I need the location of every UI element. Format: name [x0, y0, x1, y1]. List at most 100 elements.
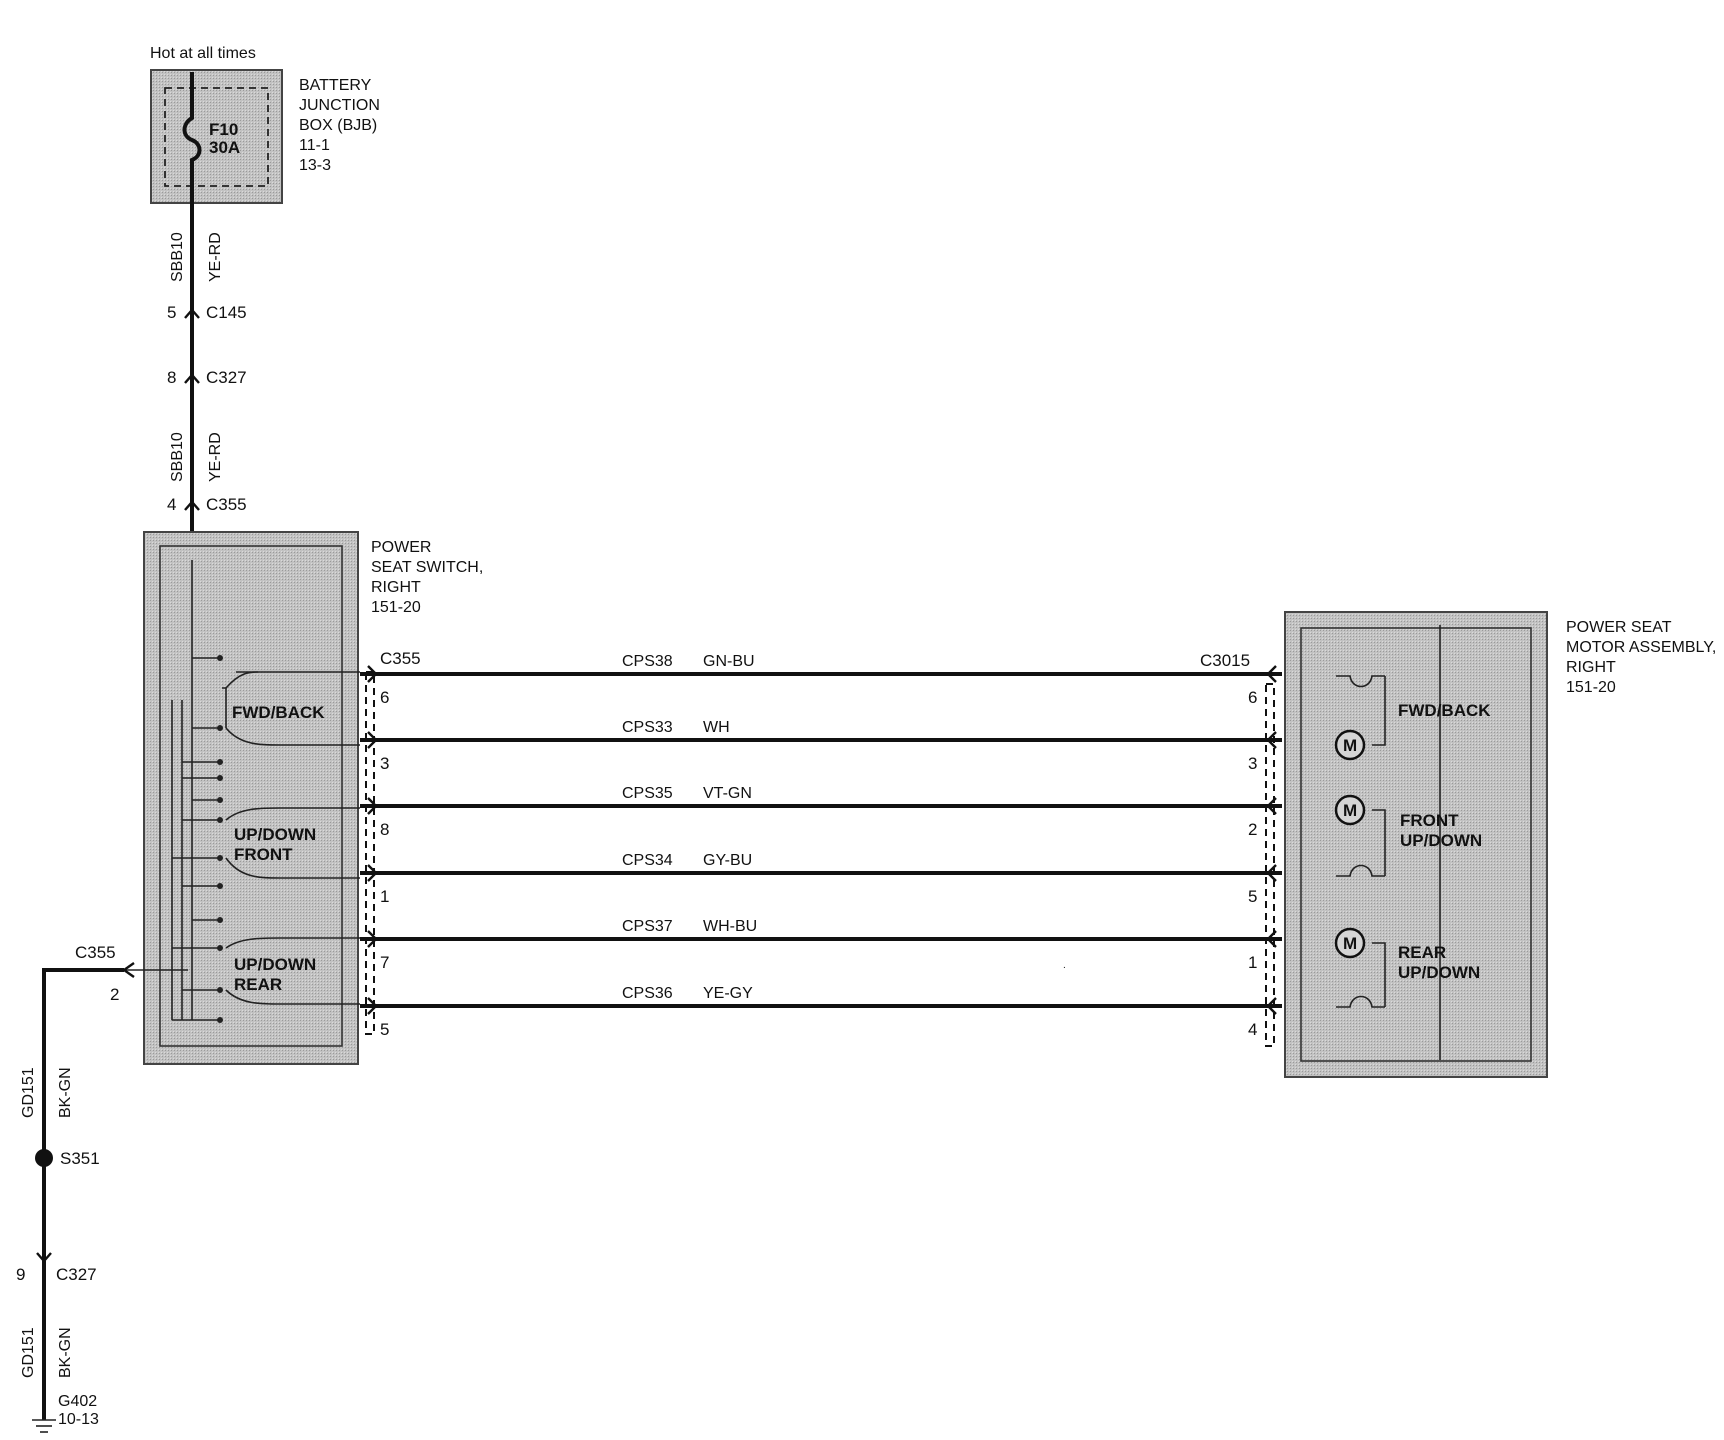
- right-connector-arrow: [1266, 797, 1277, 815]
- switch-up-down-rear-line2: REAR: [234, 975, 282, 994]
- fuse-label: F10: [209, 120, 238, 139]
- switch-up-down-rear-line1: UP/DOWN: [234, 955, 316, 974]
- ground-circuit-1: GD151: [20, 1067, 37, 1118]
- switch-fwd-back-label: FWD/BACK: [232, 703, 325, 722]
- wire-color-label: VT-GN: [703, 785, 752, 802]
- splice-s351-label: S351: [60, 1149, 100, 1168]
- wire-left-pin: 1: [380, 887, 389, 906]
- motor-fwd-back-icon: M: [1334, 729, 1366, 761]
- wire-circuit-label: CPS33: [622, 719, 673, 736]
- c355-ground-pin: 2: [110, 985, 119, 1004]
- motor-section-front-up-down: M FRONT UP/DOWN: [1334, 794, 1482, 877]
- wire-left-pin: 5: [380, 1020, 389, 1039]
- right-connector-arrow: [1266, 864, 1277, 882]
- connector-c145-symbol: [184, 308, 200, 319]
- switch-section-up-down-rear: UP/DOWN REAR: [172, 917, 360, 1023]
- motor-section-rear-up-down: M REAR UP/DOWN: [1334, 927, 1480, 1008]
- wire-right-pin: 5: [1248, 887, 1257, 906]
- c327-pin: 8: [167, 368, 176, 387]
- connector-c327-ground-symbol: [36, 1252, 52, 1263]
- wire-right-pin: 3: [1248, 754, 1257, 773]
- hot-at-all-times-note: Hot at all times: [150, 45, 256, 62]
- stray-dot: .: [1063, 960, 1066, 971]
- motor-section-fwd-back: M FWD/BACK: [1334, 675, 1491, 761]
- ground-g402-symbol: [32, 1419, 56, 1433]
- motor-rear-up-down-icon: M: [1334, 927, 1366, 959]
- c355-switch-connector-label: C355: [380, 649, 421, 668]
- feed-circuit-2: SBB10: [169, 432, 186, 482]
- motor-rear-up-down-line2: UP/DOWN: [1398, 963, 1480, 982]
- left-connector-arrow: [367, 864, 378, 882]
- feed-circuit-1: SBB10: [169, 232, 186, 282]
- power-seat-motor-assembly: M FWD/BACK M FRONT UP/DOWN M REAR UP/DOW…: [1284, 611, 1548, 1078]
- right-connector-arrow: [1266, 930, 1277, 948]
- wire-circuit-label: CPS34: [622, 852, 673, 869]
- wire-color-label: YE-GY: [703, 985, 753, 1002]
- right-connector-arrow: [1266, 997, 1277, 1015]
- feed-color-2: YE-RD: [207, 432, 224, 482]
- ground-color-1: BK-GN: [57, 1067, 74, 1118]
- splice-s351-dot: [35, 1149, 53, 1167]
- c327-ground-label: C327: [56, 1265, 97, 1284]
- switch-section-up-down-front: UP/DOWN FRONT: [172, 797, 360, 889]
- switch-up-down-front-line2: FRONT: [234, 845, 293, 864]
- feed-color-1: YE-RD: [207, 232, 224, 282]
- left-connector-arrow: [367, 930, 378, 948]
- motor-front-up-down-line2: UP/DOWN: [1400, 831, 1482, 850]
- wire-left-pin: 3: [380, 754, 389, 773]
- c355-feed-label: C355: [206, 495, 247, 514]
- svg-text:M: M: [1343, 934, 1357, 953]
- ground-g402-label: G402: [58, 1393, 97, 1410]
- wire-right-pin: 4: [1248, 1020, 1257, 1039]
- wire-circuit-label: CPS38: [622, 653, 673, 670]
- switch-up-down-front-line1: UP/DOWN: [234, 825, 316, 844]
- left-connector-arrow: [367, 731, 378, 749]
- wire-circuit-label: CPS35: [622, 785, 673, 802]
- ground-circuit-2: GD151: [20, 1327, 37, 1378]
- fuse-f10-symbol: [182, 72, 202, 205]
- ground-color-2: BK-GN: [57, 1327, 74, 1378]
- c145-label: C145: [206, 303, 247, 322]
- wire-right-pin: 2: [1248, 820, 1257, 839]
- right-connector-arrow: [1266, 731, 1277, 749]
- wire-left-pin: 7: [380, 953, 389, 972]
- c3015-motor-connector-label: C3015: [1200, 651, 1250, 670]
- wire-right-pin: 1: [1248, 953, 1257, 972]
- connector-c327-symbol: [184, 373, 200, 384]
- wire-color-label: WH-BU: [703, 918, 757, 935]
- bjb-label: BATTERY JUNCTION BOX (BJB) 11-1 13-3: [299, 77, 384, 174]
- motor-rear-up-down-line1: REAR: [1398, 943, 1446, 962]
- wire-left-pin: 6: [380, 688, 389, 707]
- c145-pin: 5: [167, 303, 176, 322]
- c355-feed-pin: 4: [167, 495, 176, 514]
- ground-wire-gd151: [42, 968, 124, 1420]
- ground-g402-ref: 10-13: [58, 1411, 99, 1428]
- motor-label: POWER SEAT MOTOR ASSEMBLY, RIGHT 151-20: [1566, 619, 1721, 696]
- wire-circuit-label: CPS36: [622, 985, 673, 1002]
- svg-text:M: M: [1343, 801, 1357, 820]
- c327-label: C327: [206, 368, 247, 387]
- connector-c355-boundary: [365, 671, 375, 1035]
- right-connector-arrow: [1266, 665, 1277, 683]
- fuse-rating: 30A: [209, 138, 240, 157]
- wire-color-label: WH: [703, 719, 730, 736]
- left-connector-arrow: [367, 665, 378, 683]
- c327-ground-pin: 9: [16, 1265, 25, 1284]
- connector-c355-feed-symbol: [184, 500, 200, 511]
- c355-ground-label: C355: [75, 943, 116, 962]
- switch-label: POWER SEAT SWITCH, RIGHT 151-20: [371, 539, 488, 616]
- wire-color-label: GN-BU: [703, 653, 755, 670]
- power-seat-switch: FWD/BACK UP/DOWN FRONT: [143, 531, 360, 1065]
- wire-color-label: GY-BU: [703, 852, 752, 869]
- switch-section-fwd-back: FWD/BACK: [182, 655, 360, 781]
- motor-front-up-down-line1: FRONT: [1400, 811, 1459, 830]
- left-connector-arrow: [367, 797, 378, 815]
- connector-c355-ground-symbol: [121, 962, 135, 978]
- svg-text:M: M: [1343, 736, 1357, 755]
- wire-left-pin: 8: [380, 820, 389, 839]
- motor-front-up-down-icon: M: [1334, 794, 1366, 826]
- wire-circuit-label: CPS37: [622, 918, 673, 935]
- motor-fwd-back-label: FWD/BACK: [1398, 701, 1491, 720]
